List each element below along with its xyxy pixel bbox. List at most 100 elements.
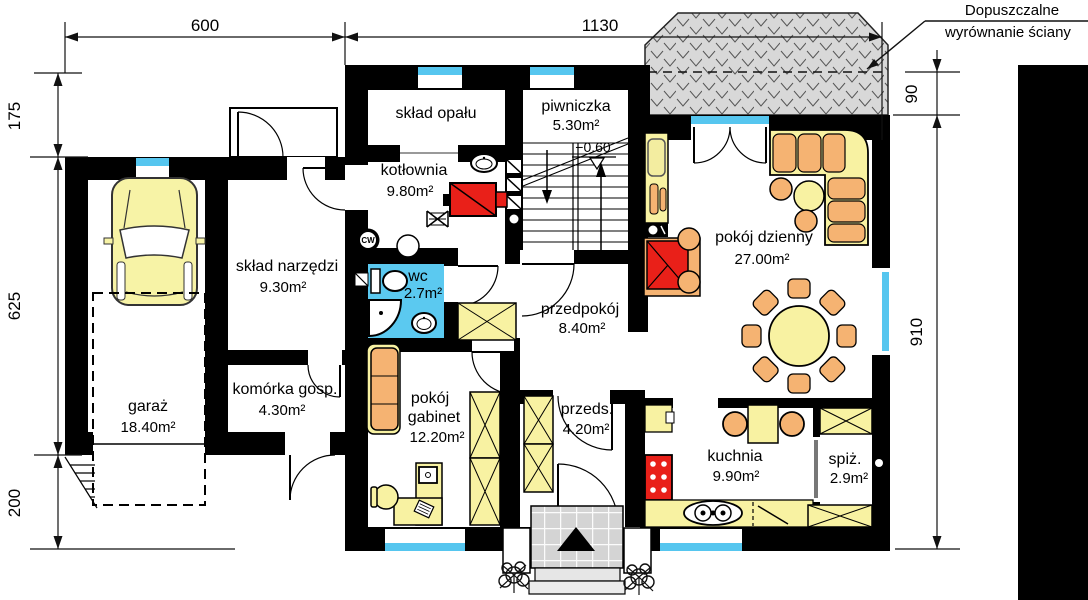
- entrance-arrow: [557, 527, 595, 551]
- ramp-hatch: [64, 456, 98, 509]
- water-heater-label: CW: [361, 236, 375, 245]
- chimney-flues: [506, 159, 522, 224]
- area-przeds: 4.20m²: [563, 421, 610, 438]
- svg-text:−0.60: −0.60: [575, 139, 611, 155]
- label-sklad-narzedzi: skład narzędzi: [236, 258, 338, 275]
- wall-living-west: [628, 140, 648, 332]
- doors: [93, 152, 818, 525]
- boiler-icon: [443, 182, 508, 217]
- wall-vent: [354, 272, 369, 287]
- kitchen-table: [747, 404, 779, 444]
- sofa-gabinet: [366, 343, 401, 435]
- wall-kitchen-top-b: [718, 398, 875, 408]
- armchair: [677, 227, 701, 251]
- label-wc: wc: [407, 268, 428, 285]
- kitchen-table-set: [722, 404, 805, 444]
- label-piwniczka: piwniczka: [541, 98, 610, 115]
- label-przeds: przeds.: [561, 401, 613, 418]
- side-porch-door-arc: [237, 111, 284, 158]
- window-living-right: [872, 268, 890, 355]
- stair-arrow-down: [542, 150, 552, 204]
- wall-kitchen-west: [625, 390, 645, 527]
- basin-icon: [470, 153, 498, 173]
- label-gabinet-1: pokój: [411, 390, 449, 407]
- door-komorka-interior: [307, 364, 341, 398]
- living-room-furniture: [643, 129, 869, 394]
- entrance-porch: [498, 505, 655, 596]
- page-black-band: [1018, 65, 1088, 600]
- window-piwniczka: [530, 67, 574, 88]
- label-przedpokoj: przedpokój: [541, 301, 619, 318]
- tv-icon: [647, 138, 666, 177]
- dining-set: [741, 278, 857, 394]
- wall-main-top-left: [345, 65, 650, 90]
- boiler-room-equipment: CW: [356, 153, 508, 258]
- wall-garage-right: [205, 157, 228, 455]
- armchair: [794, 209, 818, 233]
- note-line1: Dopuszczalne: [965, 2, 1059, 19]
- garage-driveway: [64, 292, 206, 509]
- label-pokoj-dzienny: pokój dzienny: [715, 229, 813, 246]
- dim-625: 625: [5, 292, 24, 320]
- gabinet-furniture: [366, 343, 501, 526]
- kitchen-sink-icon: [683, 500, 743, 526]
- step: [528, 580, 626, 595]
- wall-chimney-strip: [505, 90, 523, 264]
- armchair: [677, 270, 701, 294]
- area-komorka: 4.30m²: [259, 402, 306, 419]
- room-wc: [354, 264, 444, 338]
- door-przeds: [557, 395, 613, 451]
- wall-kitchen-top-a: [625, 398, 673, 408]
- label-gabinet-2: gabinet: [408, 409, 461, 426]
- door-gabinet: [471, 351, 515, 395]
- planter: [502, 527, 531, 574]
- wall-dot: [875, 459, 883, 467]
- door-komorka-exterior: [289, 454, 336, 501]
- dining-table: [768, 305, 830, 367]
- kitchen-furniture: [644, 404, 814, 528]
- pantry-cabinets: [807, 407, 873, 528]
- label-kuchnia: kuchnia: [707, 448, 762, 465]
- wardrobe-gabinet: [469, 391, 501, 526]
- coffee-table: [793, 180, 825, 212]
- label-komorka: komórka gosp.: [233, 381, 338, 398]
- wall-main-left: [345, 65, 368, 551]
- wardrobe-przedpokoj: [457, 302, 517, 341]
- area-spiz: 2.9m²: [830, 470, 868, 487]
- dim-1130: 1130: [582, 16, 619, 35]
- dim-600: 600: [191, 16, 219, 35]
- side-porch: [229, 107, 338, 158]
- area-garaz: 18.40m²: [120, 419, 175, 436]
- area-przedpokoj: 8.40m²: [559, 320, 606, 337]
- shower-icon: [368, 299, 403, 338]
- stove-icon: [644, 454, 673, 501]
- staircase: [522, 137, 629, 252]
- window-kitchen: [660, 529, 742, 551]
- step: [534, 567, 621, 582]
- label-garaz: garaż: [128, 398, 168, 415]
- level-marker: −0.60: [572, 139, 616, 171]
- window-gabinet: [385, 529, 465, 551]
- note-leader: [866, 20, 1088, 70]
- area-pokoj-dzienny: 27.00m²: [734, 251, 789, 268]
- wall-annex-left: [65, 157, 88, 455]
- desk: [393, 462, 443, 526]
- area-sklad-narzedzi: 9.30m²: [260, 279, 307, 296]
- area-piwniczka: 5.30m²: [553, 117, 600, 134]
- armchair: [769, 177, 793, 201]
- car: [103, 177, 206, 306]
- dim-90: 90: [902, 85, 921, 104]
- note-line2: wyrównanie ściany: [944, 24, 1071, 41]
- dimension-lines: [30, 22, 960, 550]
- water-heater-icon: CW: [356, 228, 380, 252]
- desk-chair: [370, 484, 399, 510]
- door-stairhall: [521, 263, 575, 317]
- area-kotlownia: 9.80m²: [387, 183, 434, 200]
- toilet-icon: [370, 268, 408, 294]
- area-kuchnia: 9.90m²: [713, 468, 760, 485]
- wall-gabinet-east: [500, 352, 520, 527]
- terrace-door: [691, 116, 769, 164]
- planter: [623, 527, 652, 574]
